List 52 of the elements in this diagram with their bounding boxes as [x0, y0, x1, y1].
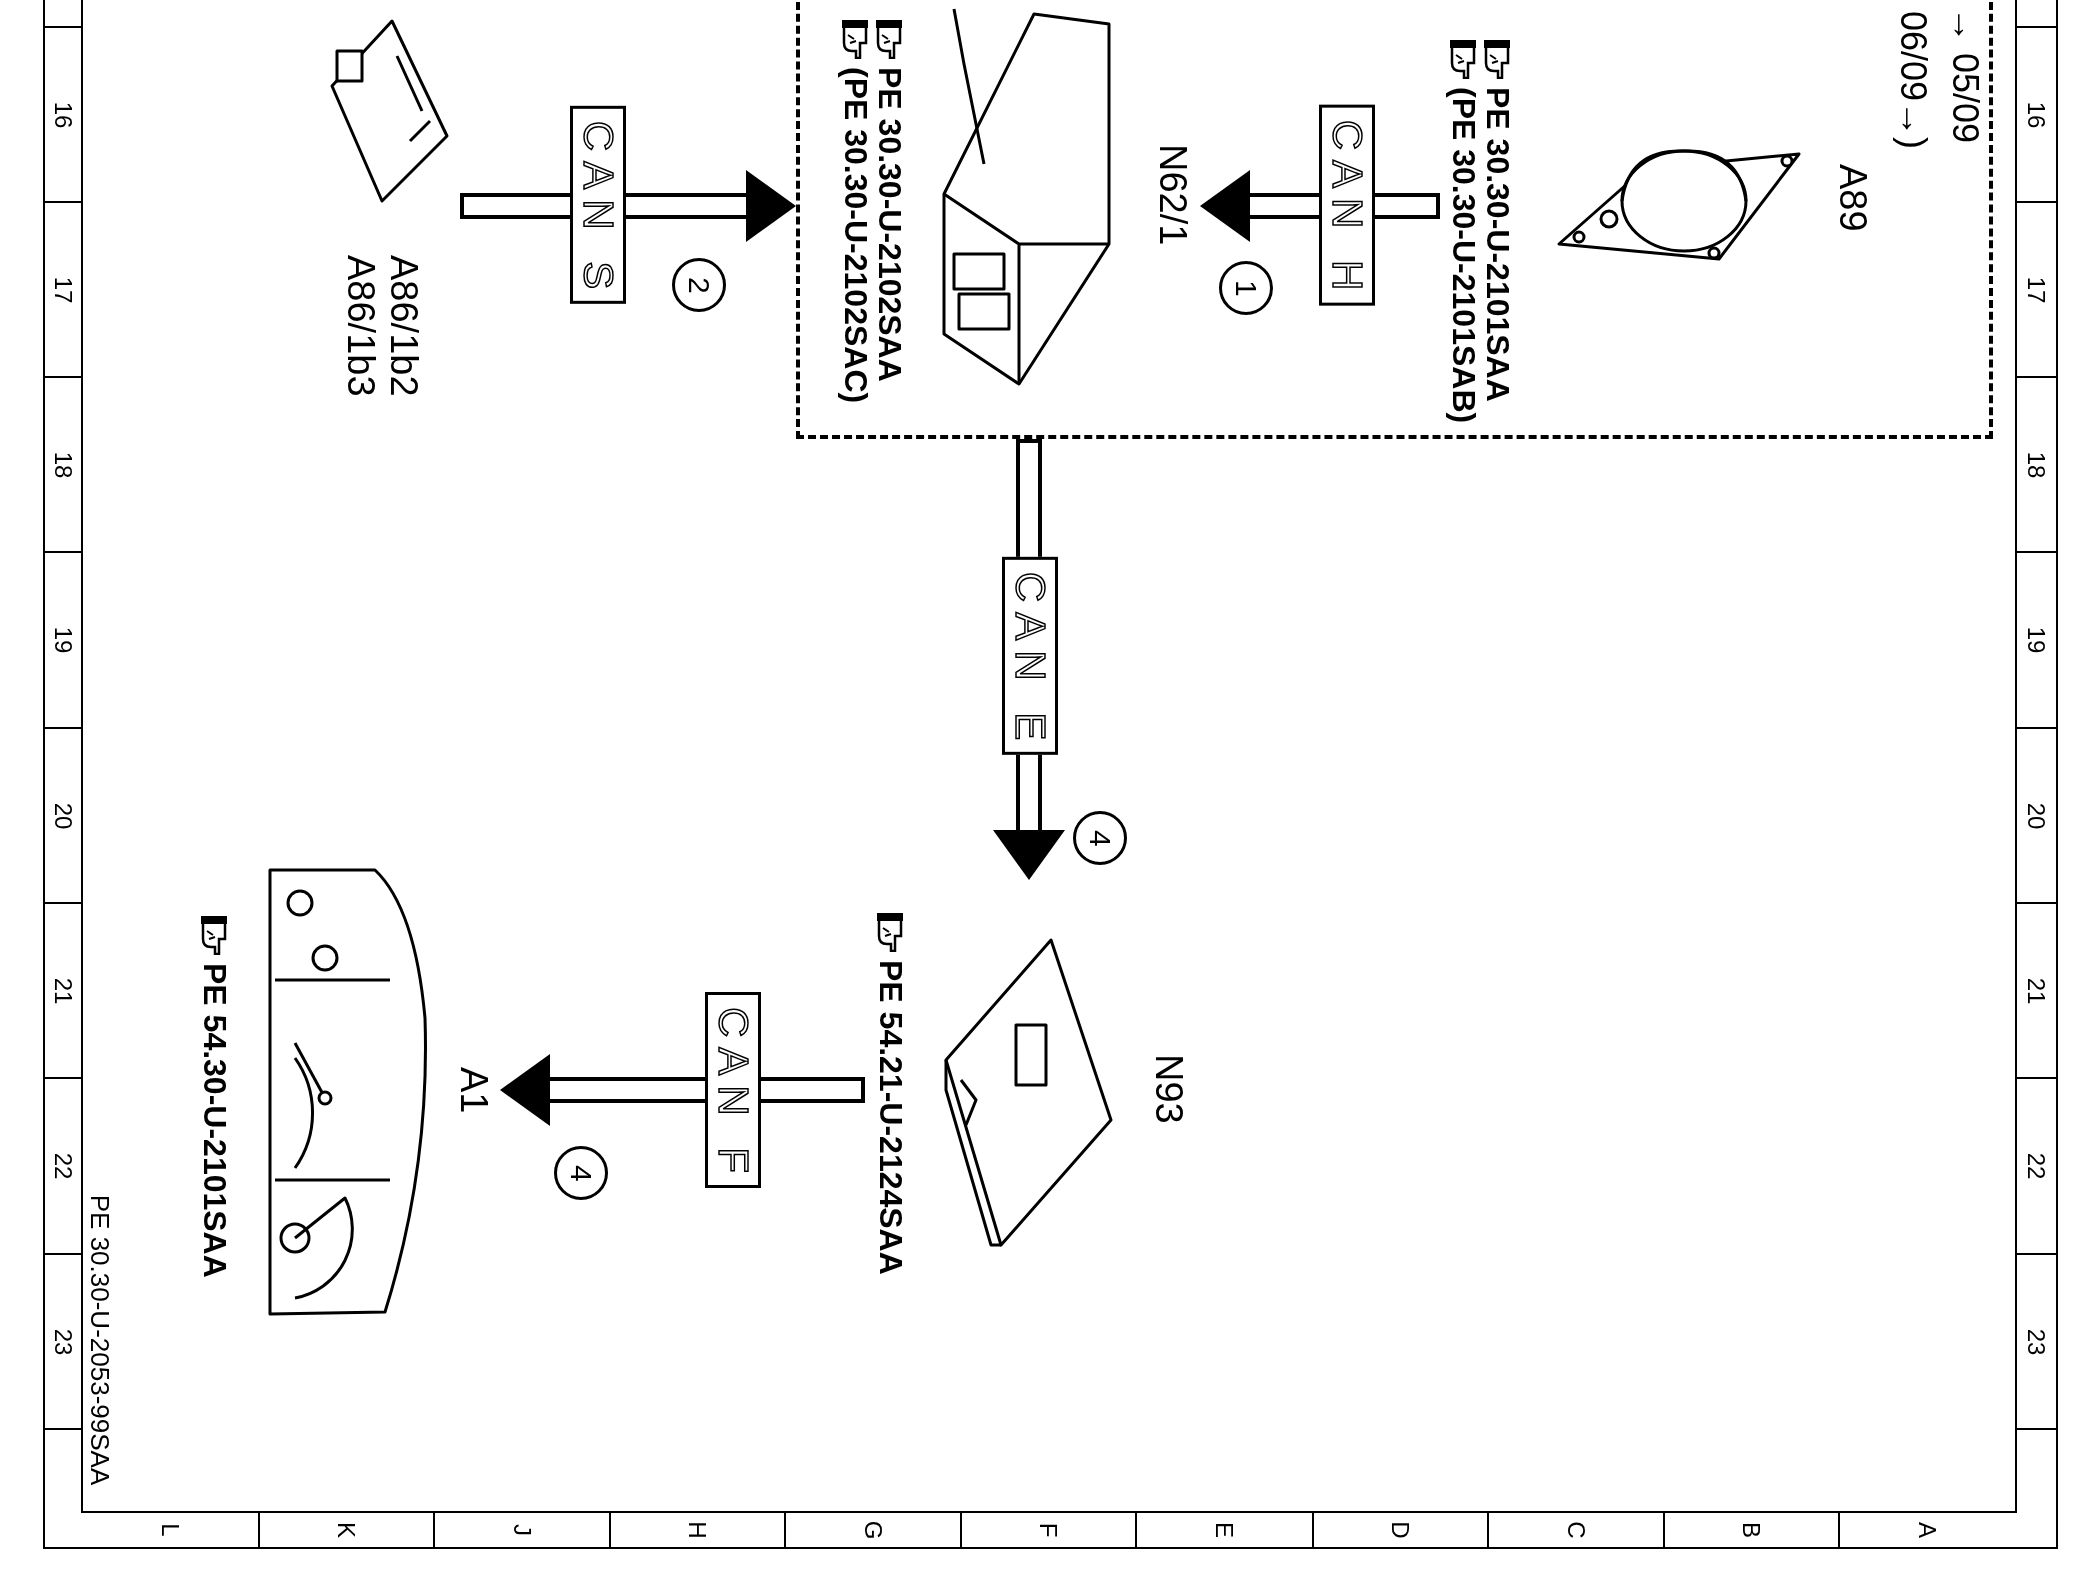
- grid-reference: H: [685, 1521, 709, 1539]
- grid-reference: 19: [51, 626, 75, 654]
- grid-reference: 19: [2024, 626, 2048, 654]
- grid-reference: 17: [51, 276, 75, 304]
- note-text: 06/09→): [1895, 10, 1931, 150]
- note-text: → 05/09: [1947, 6, 1983, 144]
- grid-reference: G: [861, 1520, 885, 1540]
- grid-reference: C: [1564, 1521, 1588, 1539]
- edge-label: CAN F: [705, 992, 761, 1188]
- grid-reference: 18: [51, 451, 75, 479]
- component-label: A86/1b2: [385, 255, 423, 397]
- grid-reference: 23: [51, 1328, 75, 1356]
- grid-reference: K: [334, 1522, 358, 1538]
- reference-text: PE 30.30-U-2101SAA: [1482, 87, 1514, 402]
- grid-reference: F: [1036, 1522, 1060, 1538]
- grid-reference: 16: [2024, 101, 2048, 129]
- component-label: A86/1b3: [342, 255, 380, 397]
- reference-text: (PE 30.30-U-2101SAB): [1448, 87, 1480, 424]
- reference-text: PE 30.30-U-2102SAA: [874, 67, 906, 382]
- grid-reference: 20: [2024, 802, 2048, 830]
- edge-label: CAN E: [1002, 556, 1058, 756]
- edge-label: CAN S: [570, 105, 626, 305]
- drawing-number: PE 30.30-U-2053-99SAA: [87, 1194, 113, 1486]
- grid-reference: 21: [2024, 977, 2048, 1005]
- grid-reference: 18: [2024, 451, 2048, 479]
- grid-reference: 23: [2024, 1328, 2048, 1356]
- grid-reference: D: [1388, 1521, 1412, 1539]
- component-label: N62/1: [1154, 144, 1192, 246]
- callout-number: 4: [1073, 811, 1127, 865]
- edge-label: CAN H: [1319, 104, 1375, 306]
- component-label: A1: [455, 1067, 493, 1114]
- grid-reference: B: [1739, 1522, 1763, 1538]
- component-label: A89: [1834, 164, 1872, 232]
- arrow: [460, 170, 796, 242]
- grid-reference: J: [510, 1524, 534, 1536]
- grid-reference: L: [158, 1523, 182, 1537]
- callout-number: 4: [554, 1146, 608, 1200]
- callout-number: 1: [1219, 261, 1273, 315]
- grid-reference: E: [1212, 1522, 1236, 1538]
- reference-text: PE 54.30-U-2101SAA: [199, 963, 231, 1278]
- arrow: [500, 1054, 865, 1126]
- component-label: N93: [1150, 1054, 1188, 1124]
- grid-reference: A: [1915, 1522, 1939, 1538]
- grid-reference: 22: [51, 1152, 75, 1180]
- grid-reference: 17: [2024, 276, 2048, 304]
- grid-reference: 16: [51, 101, 75, 129]
- grid-reference: 21: [51, 977, 75, 1005]
- callout-number: 2: [672, 258, 726, 312]
- reference-text: (PE 30.30-U-2102SAC): [840, 67, 872, 404]
- grid-reference: 22: [2024, 1152, 2048, 1180]
- reference-text: PE 54.21-U-2124SAA: [875, 960, 907, 1275]
- grid-reference: 20: [51, 802, 75, 830]
